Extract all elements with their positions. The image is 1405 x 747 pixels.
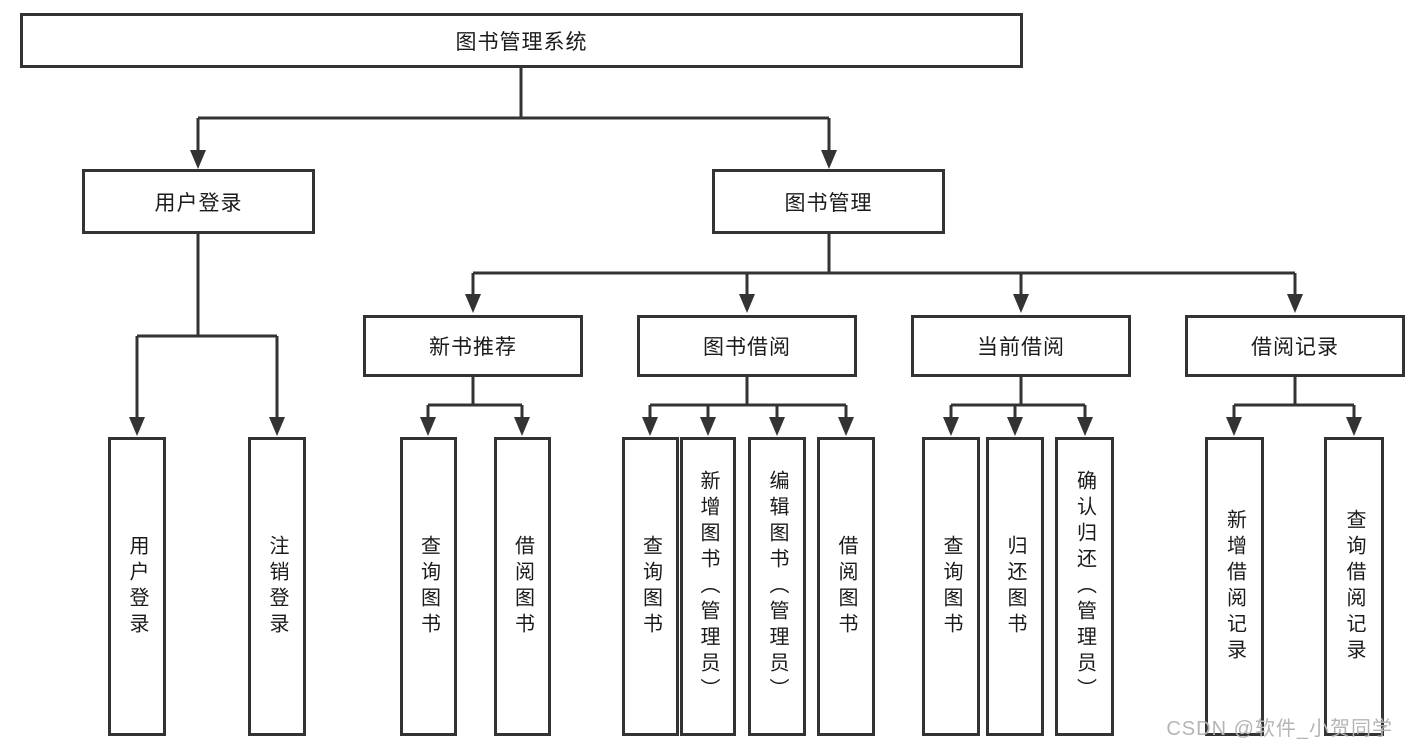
node-borrowing-records: 借阅记录: [1185, 315, 1405, 377]
node-label: 图书管理系统: [455, 30, 588, 54]
node-label: 查询借阅记录: [1343, 508, 1365, 665]
node-label: 注销登录: [266, 534, 288, 639]
node-label: 图书借阅: [703, 336, 791, 359]
leaf-logout: 注销登录: [248, 437, 306, 736]
node-label: 借阅记录: [1251, 336, 1339, 359]
leaf-user-login: 用户登录: [108, 437, 166, 736]
node-label: 编辑图书（管理员）: [766, 469, 788, 704]
leaf-confirm-return-admin: 确认归还（管理员）: [1055, 437, 1114, 736]
node-label: 借阅图书: [835, 534, 857, 639]
leaf-add-book-admin: 新增图书（管理员）: [680, 437, 736, 736]
leaf-borrow-books-borrow: 借阅图书: [817, 437, 875, 736]
node-book-management: 图书管理: [712, 169, 945, 234]
leaf-edit-book-admin: 编辑图书（管理员）: [748, 437, 806, 736]
leaf-query-books-borrow: 查询图书: [622, 437, 679, 736]
node-book-borrowing: 图书借阅: [637, 315, 857, 377]
leaf-query-borrow-record: 查询借阅记录: [1324, 437, 1384, 736]
node-label: 查询图书: [940, 534, 962, 639]
node-label: 归还图书: [1004, 534, 1026, 639]
node-label: 用户登录: [154, 191, 243, 215]
node-label: 新增图书（管理员）: [697, 469, 719, 704]
leaf-return-book: 归还图书: [986, 437, 1044, 736]
node-label: 借阅图书: [511, 534, 534, 639]
leaf-borrow-books-recommend: 借阅图书: [494, 437, 551, 736]
node-current-borrowing: 当前借阅: [911, 315, 1131, 377]
node-label: 确认归还（管理员）: [1073, 469, 1096, 704]
node-new-book-recommend: 新书推荐: [363, 315, 583, 377]
leaf-query-books-current: 查询图书: [922, 437, 980, 736]
leaf-query-books-recommend: 查询图书: [400, 437, 457, 736]
node-label: 用户登录: [126, 534, 148, 639]
node-label: 当前借阅: [977, 336, 1065, 359]
node-label: 新增借阅记录: [1223, 508, 1246, 665]
node-user-login: 用户登录: [82, 169, 315, 234]
node-label: 新书推荐: [429, 336, 517, 359]
leaf-add-borrow-record: 新增借阅记录: [1205, 437, 1264, 736]
node-library-system: 图书管理系统: [20, 13, 1023, 68]
csdn-watermark: CSDN @软件_小贺同学: [1166, 718, 1393, 740]
node-label: 查询图书: [639, 534, 662, 639]
node-label: 图书管理: [784, 191, 873, 215]
node-label: 查询图书: [417, 534, 440, 639]
